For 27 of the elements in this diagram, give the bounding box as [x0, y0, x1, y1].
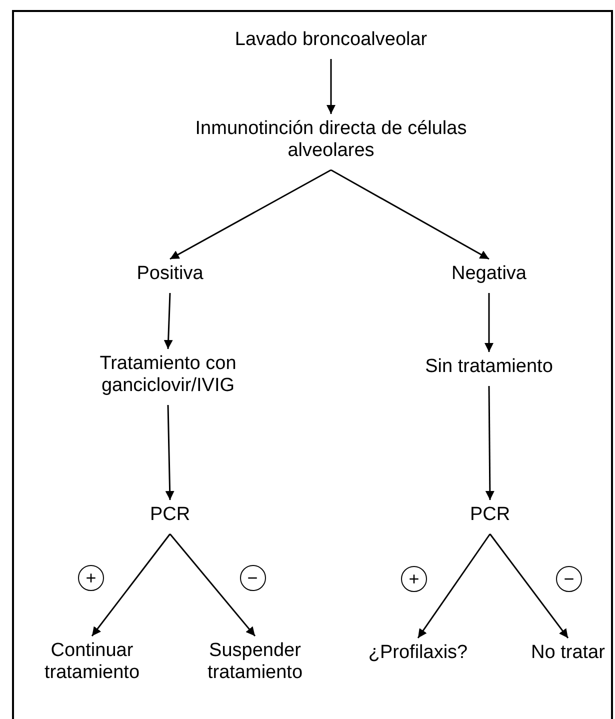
flow-step-text: Continuar tratamiento	[17, 640, 167, 684]
flow-step-text: Sin tratamiento	[399, 356, 579, 378]
arrow	[169, 534, 256, 636]
flow-step-text: PCR	[455, 504, 525, 526]
arrow	[330, 169, 490, 260]
arrow	[91, 534, 171, 636]
arrow	[326, 59, 336, 114]
edge-label: −	[556, 566, 582, 592]
arrow	[489, 534, 569, 638]
flow-step-text: Positiva	[110, 263, 230, 285]
arrow	[170, 169, 332, 260]
edge-label: −	[240, 565, 266, 591]
flow-step-text: Inmunotinción directa de células alveolares	[191, 118, 471, 162]
arrow	[485, 386, 494, 500]
flow-step-text: Lavado broncoalveolar	[201, 29, 461, 51]
flow-step-text: ¿Profilaxis?	[353, 642, 483, 664]
arrow	[484, 293, 494, 352]
flow-step-text: No tratar	[523, 642, 613, 664]
flow-step-text: Suspender tratamiento	[180, 640, 330, 684]
edge-label: +	[78, 565, 104, 591]
flow-step-text: Negativa	[429, 263, 549, 285]
arrow	[165, 404, 174, 500]
arrow	[417, 534, 491, 638]
flow-step-text: Tratamiento con ganciclovir/IVIG	[58, 353, 278, 397]
flow-step-text: PCR	[135, 504, 205, 526]
arrow	[164, 292, 173, 350]
edge-label: +	[401, 566, 427, 592]
